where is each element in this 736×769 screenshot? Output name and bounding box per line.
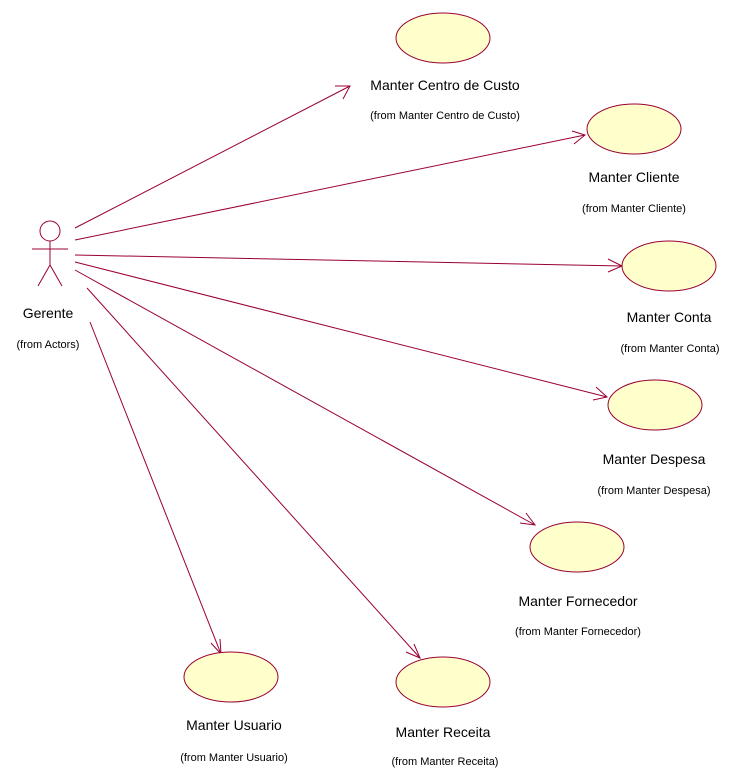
arrowhead-cliente	[571, 130, 587, 145]
use-case-from: (from Manter Despesa)	[597, 485, 710, 497]
use-case-name: Manter Despesa	[603, 451, 706, 467]
association-usuario[interactable]	[89, 321, 222, 655]
association-despesa[interactable]	[74, 261, 608, 398]
arrowhead-receita	[405, 643, 421, 659]
use-case-name: Manter Receita	[396, 724, 491, 740]
use-case-centro-de-custo[interactable]: Manter Centro de Custo (from Manter Cent…	[370, 12, 520, 122]
use-case-receita[interactable]: Manter Receita (from Manter Receita)	[392, 656, 499, 768]
actor-icon	[32, 220, 68, 287]
association-cliente[interactable]	[74, 134, 586, 241]
use-case-ellipse	[529, 521, 625, 573]
actor-from: (from Actors)	[17, 339, 80, 351]
arrowhead-fornecedor	[519, 512, 537, 526]
use-case-name: Manter Fornecedor	[518, 593, 637, 609]
arrowhead-centro-de-custo	[335, 85, 351, 100]
association-conta[interactable]	[74, 254, 623, 267]
use-case-ellipse	[607, 379, 703, 431]
use-case-from: (from Manter Conta)	[620, 343, 719, 355]
association-centro-de-custo[interactable]	[74, 85, 351, 229]
use-case-name: Manter Centro de Custo	[370, 77, 520, 93]
use-case-name: Manter Usuario	[186, 717, 282, 733]
actor-gerente[interactable]: Gerente (from Actors)	[17, 220, 80, 351]
use-case-cliente[interactable]: Manter Cliente (from Manter Cliente)	[582, 103, 686, 215]
use-case-ellipse	[395, 12, 491, 64]
use-case-from: (from Manter Fornecedor)	[515, 626, 641, 638]
use-case-from: (from Manter Cliente)	[582, 203, 686, 215]
use-case-from: (from Manter Usuario)	[180, 752, 288, 764]
use-case-ellipse	[395, 656, 491, 708]
use-case-ellipse	[621, 240, 717, 292]
use-case-from: (from Manter Centro de Custo)	[370, 110, 520, 122]
association-receita[interactable]	[86, 287, 421, 659]
use-case-from: (from Manter Receita)	[392, 756, 499, 768]
associations	[74, 85, 624, 659]
use-case-despesa[interactable]: Manter Despesa (from Manter Despesa)	[597, 379, 711, 497]
use-case-ellipse	[183, 651, 279, 703]
use-case-fornecedor[interactable]: Manter Fornecedor (from Manter Fornecedo…	[515, 521, 641, 638]
use-case-name: Manter Conta	[627, 309, 712, 325]
use-case-usuario[interactable]: Manter Usuario (from Manter Usuario)	[180, 651, 288, 764]
association-fornecedor[interactable]	[74, 269, 536, 526]
actor-name: Gerente	[23, 305, 74, 321]
use-case-ellipse	[586, 103, 682, 155]
use-case-conta[interactable]: Manter Conta (from Manter Conta)	[620, 240, 720, 355]
arrowhead-despesa	[592, 386, 609, 401]
use-case-name: Manter Cliente	[588, 169, 679, 185]
